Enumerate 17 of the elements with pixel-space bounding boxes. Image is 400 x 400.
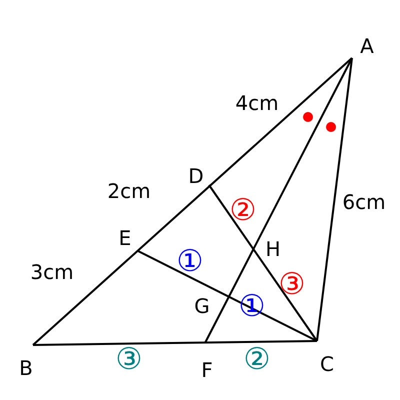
length-label: 4cm: [235, 93, 279, 113]
point-label: D: [188, 166, 204, 186]
ratio-number: ①: [176, 247, 204, 277]
length-label: 6cm: [342, 192, 386, 212]
point-label: H: [265, 239, 281, 259]
length-label: 2cm: [107, 181, 151, 201]
ratio-number: ②: [230, 196, 256, 226]
ratio-number: ③: [116, 345, 142, 375]
point-label: E: [118, 228, 132, 248]
point-label: A: [360, 36, 374, 56]
ratio-number: ②: [244, 345, 270, 375]
ratio-number: ③: [278, 270, 306, 300]
point-label: G: [194, 296, 210, 316]
point-label: C: [320, 354, 334, 374]
point-label: B: [19, 358, 33, 378]
length-label: 3cm: [30, 262, 74, 282]
point-label: F: [201, 360, 213, 380]
